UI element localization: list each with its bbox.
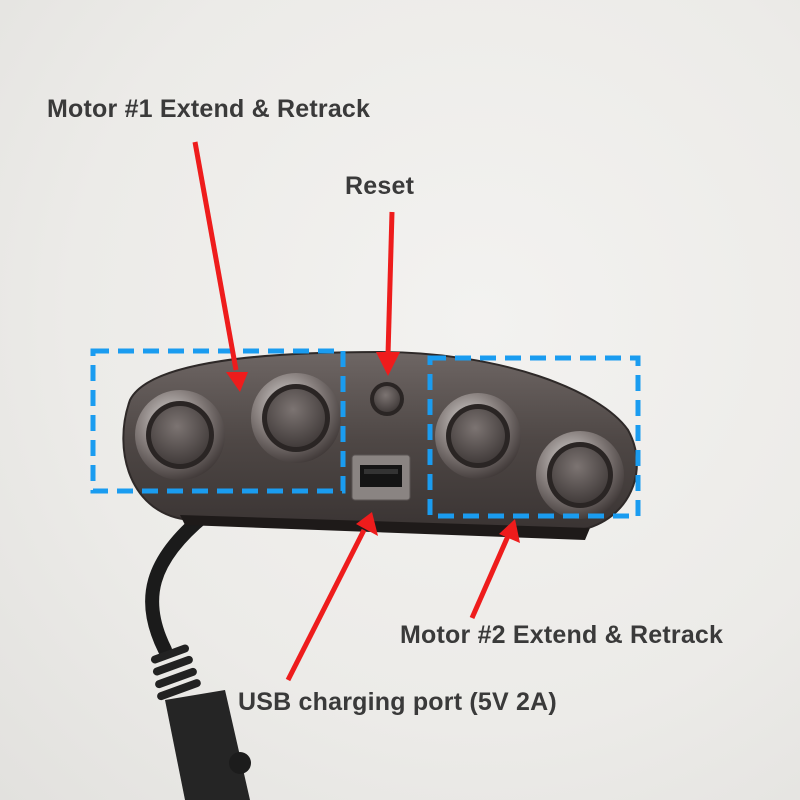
motor1-arrow [192,141,248,392]
motor2-label: Motor #2 Extend & Retrack [400,621,724,649]
power-cable [145,508,251,800]
reset-arrow [376,211,400,376]
motor1-button-a[interactable] [135,390,225,480]
reset-button[interactable] [370,382,404,416]
usb-port[interactable] [351,454,411,501]
usb-arrow [285,512,378,682]
control-panel-device [122,350,638,540]
motor1-button-b[interactable] [251,373,341,463]
motor1-highlight-box [90,348,346,494]
reset-label: Reset [345,172,415,200]
motor2-button-b[interactable] [536,431,624,519]
motor2-button-a[interactable] [435,393,521,479]
motor1-label: Motor #1 Extend & Retrack [47,95,371,123]
usb-label: USB charging port (5V 2A) [238,688,557,716]
motor2-highlight-box [427,355,641,519]
motor2-arrow [469,519,520,620]
